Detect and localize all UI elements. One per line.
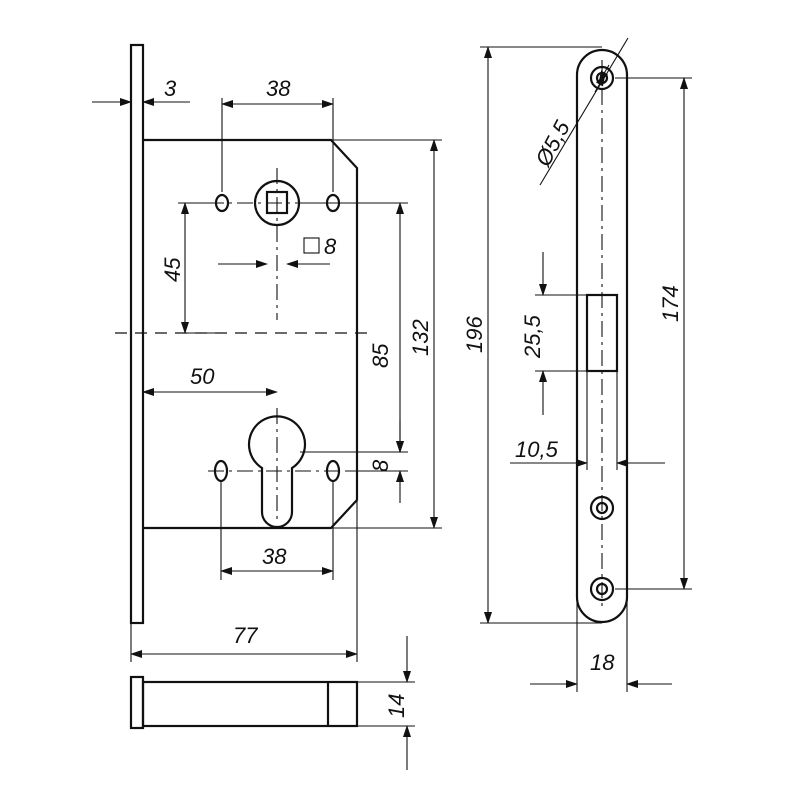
faceplate-front-view: [575, 48, 629, 624]
dim-77-label: 77: [233, 623, 258, 648]
dim-10-5-label: 10,5: [515, 437, 559, 462]
dim-faceplate-height: 196: [462, 46, 602, 624]
faceplate-side: [129, 43, 145, 625]
lock-body-view: [115, 43, 368, 625]
dim-top-holes: 38: [221, 76, 334, 192]
dim-174-label: 174: [658, 285, 683, 322]
dim-18-label: 18: [590, 650, 615, 675]
faceplate-hole-bottom: [589, 576, 615, 602]
dim-196-label: 196: [462, 316, 487, 353]
dim-8-label: 8: [368, 459, 393, 472]
dim-spindle-center: 45: [160, 202, 222, 334]
lock-bottom-view: 14: [129, 636, 415, 770]
dim-45-label: 45: [160, 257, 185, 282]
faceplate-bottom: [129, 675, 145, 730]
dim-latch-height: 25,5: [520, 252, 587, 415]
case-bottom: [141, 680, 359, 728]
dim-3-label: 3: [164, 76, 177, 101]
dim-38-bottom-label: 38: [262, 544, 287, 569]
dim-faceplate-thickness: 3: [92, 45, 190, 140]
dim-25-5-label: 25,5: [520, 314, 545, 359]
dim-14-label: 14: [384, 694, 409, 718]
dim-diameter-label: Ø5,5: [530, 116, 575, 171]
dim-bottom-holes: 38: [220, 482, 334, 580]
dim-square-spindle: 8: [218, 234, 337, 268]
dim-latch-width: 10,5: [510, 371, 665, 470]
dim-85-label: 85: [368, 343, 393, 368]
dim-132-label: 132: [408, 319, 433, 356]
dim-screw-hole: Ø5,5: [530, 37, 629, 186]
dim-case-height: 132: [331, 139, 442, 529]
dim-cylinder-offset: 8: [345, 420, 408, 503]
dim-holes-span: 174: [615, 77, 692, 590]
dim-50-label: 50: [190, 364, 215, 389]
lock-case: [143, 138, 359, 530]
dim-case-depth: 77: [130, 500, 358, 662]
dim-38-top-label: 38: [266, 76, 291, 101]
dim-square-8-label: 8: [324, 234, 337, 259]
dim-spindle-cylinder: 85: [300, 202, 408, 453]
euro-cylinder-cutout: [247, 415, 307, 529]
dim-backset: 50: [142, 364, 278, 396]
dim-faceplate-width: 18: [530, 597, 672, 692]
